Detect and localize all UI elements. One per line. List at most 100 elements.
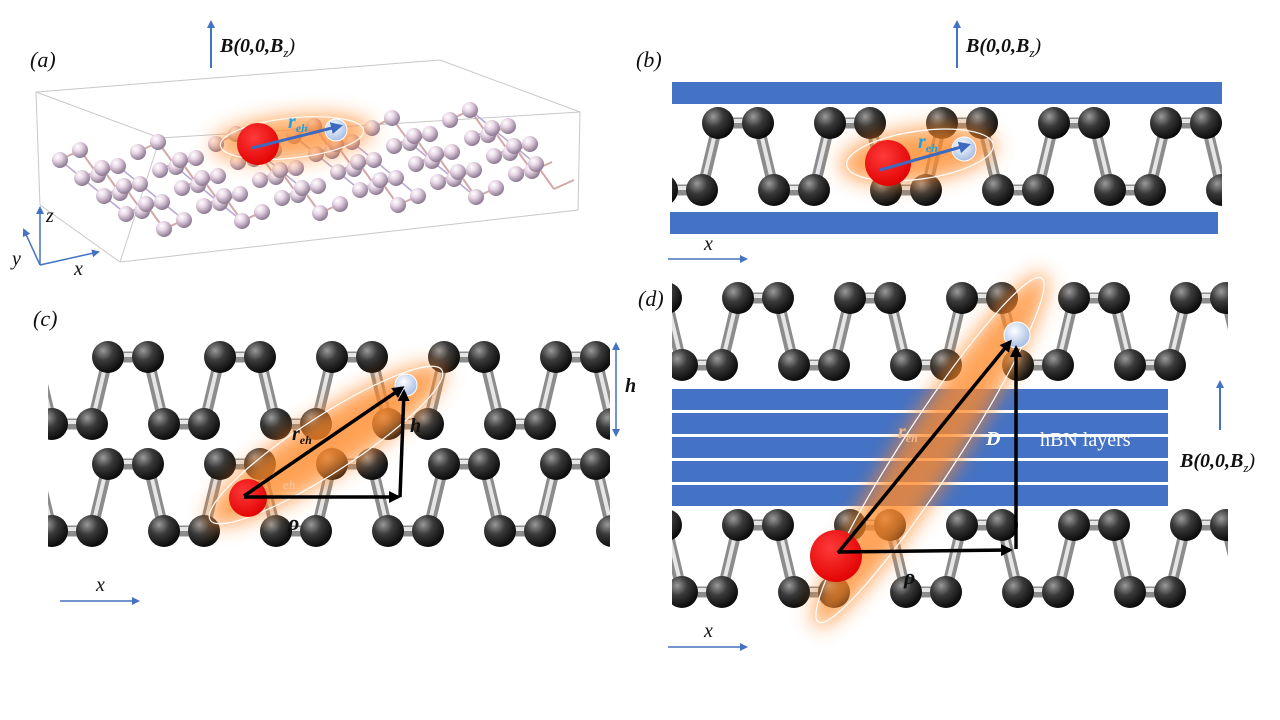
atom: [982, 174, 1014, 206]
panel-a-label: (a): [30, 47, 56, 72]
atom: [356, 341, 388, 373]
atom: [722, 509, 754, 541]
lattice-atom: [96, 188, 112, 204]
atom: [1206, 174, 1222, 206]
lattice-atom: [388, 170, 404, 186]
exciton-orbit: [846, 128, 994, 182]
atom: [1114, 349, 1146, 381]
lattice-atom: [386, 138, 402, 154]
lattice-atom: [450, 164, 466, 180]
lattice-atom: [176, 212, 192, 228]
atom: [1042, 576, 1074, 608]
atom: [798, 174, 830, 206]
atom: [484, 515, 516, 547]
atom: [702, 107, 734, 139]
atom: [132, 341, 164, 373]
hbn-bottom-layer: [670, 212, 1218, 234]
lattice-atom: [350, 154, 366, 170]
atom: [524, 408, 556, 440]
atom: [814, 107, 846, 139]
h-side-label: h: [625, 375, 636, 397]
atom: [76, 515, 108, 547]
atom: [1170, 282, 1202, 314]
lattice-atom: [352, 182, 368, 198]
r-eh-label: reh: [292, 423, 312, 447]
atom: [1042, 349, 1074, 381]
bond: [1220, 519, 1228, 558]
bond-highlight: [646, 121, 662, 188]
atom: [1134, 174, 1166, 206]
atom: [204, 448, 236, 480]
lattice-atom: [406, 128, 422, 144]
r-eh-faint-label: eh: [283, 477, 295, 492]
atom: [524, 515, 556, 547]
exciton-orbit: [208, 365, 444, 525]
rho-label: ρ: [287, 510, 299, 535]
atom: [468, 448, 500, 480]
exciton-glow: [207, 364, 445, 526]
atom: [188, 408, 220, 440]
atom: [686, 174, 718, 206]
atom: [484, 408, 516, 440]
atom: [874, 282, 906, 314]
lattice-atom: [52, 152, 68, 168]
atom: [412, 515, 444, 547]
atom: [540, 448, 572, 480]
lattice-atom: [130, 144, 146, 160]
atom: [854, 107, 886, 139]
lattice-atom: [312, 205, 328, 221]
atom-chain-bottom: [672, 509, 1228, 608]
atom: [1022, 174, 1054, 206]
exciton-orbit: [815, 276, 1045, 624]
atom: [672, 576, 698, 608]
h-vector: [397, 389, 410, 498]
lattice-atom: [484, 120, 500, 136]
lattice-bond: [553, 179, 575, 190]
atom: [356, 448, 388, 480]
atom: [706, 349, 738, 381]
r-eh-vector: [836, 339, 1012, 555]
lattice-atom: [372, 172, 388, 188]
atom: [890, 576, 922, 608]
atom: [930, 576, 962, 608]
atom: [762, 509, 794, 541]
atom: [762, 282, 794, 314]
atom: [910, 174, 942, 206]
lattice-atom: [466, 162, 482, 178]
lattice-atom: [254, 204, 270, 220]
field-label: B(0,0,Bz): [1179, 450, 1255, 475]
lattice-atom: [110, 158, 126, 174]
h-inner-label: h: [410, 415, 421, 437]
r-eh-label: reh: [898, 421, 918, 445]
atom: [1170, 509, 1202, 541]
lattice-atom: [194, 170, 210, 186]
panel-a: reh B(0,0,Bz) (a) z y x: [10, 20, 581, 280]
lattice-atom: [332, 196, 348, 212]
atom: [260, 515, 292, 547]
atom: [1098, 509, 1130, 541]
lattice-atom: [174, 180, 190, 196]
hole: [394, 373, 418, 397]
lattice-atom: [444, 144, 460, 160]
axis-x-label: x: [703, 620, 713, 642]
lattice-atom: [442, 112, 458, 128]
atom-chain-bottom: [48, 448, 610, 547]
atom: [48, 408, 68, 440]
atom: [148, 408, 180, 440]
atom: [316, 341, 348, 373]
atom-chain-top: [672, 282, 1228, 381]
atom: [1150, 107, 1182, 139]
r-eh-label: reh: [288, 111, 308, 135]
lattice-atom: [116, 178, 132, 194]
atom: [1154, 576, 1186, 608]
atom: [1154, 349, 1186, 381]
panel-b: reh B(0,0,Bz) (b) x: [636, 20, 1222, 263]
atom: [1190, 107, 1222, 139]
atom: [468, 341, 500, 373]
atom: [742, 107, 774, 139]
atom: [92, 341, 124, 373]
lattice-atom: [390, 197, 406, 213]
rho-vector: [837, 544, 1013, 557]
rho-label: ρ: [903, 564, 915, 589]
atom: [834, 282, 866, 314]
